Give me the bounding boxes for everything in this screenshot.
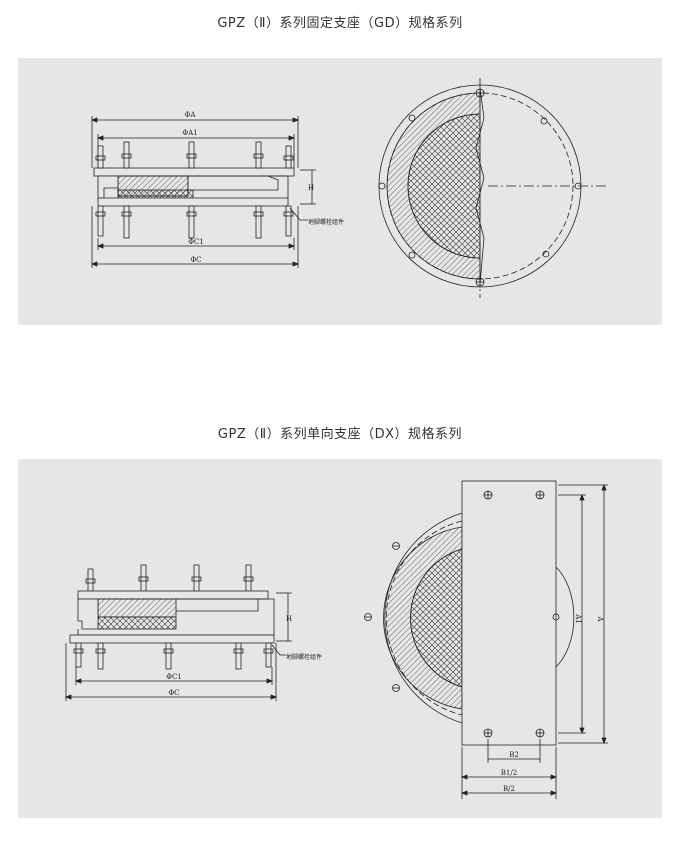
label-a1: A1 <box>574 613 582 624</box>
unidirectional-bearing-drawing: H 地脚螺栓组件 ΦC1 ΦC <box>64 480 608 799</box>
label-b-half: B/2 <box>503 785 515 793</box>
unidirectional-bearing-drawing-panel: H 地脚螺栓组件 ΦC1 ΦC <box>18 459 662 818</box>
label-phi-c: ΦC <box>190 256 201 264</box>
section2-title: GPZ（Ⅱ）系列单向支座（DX）规格系列 <box>217 427 463 442</box>
label-a: A <box>596 615 604 622</box>
label-phi-c1-2: ΦC1 <box>166 673 182 681</box>
fixed-bearing-drawing: ΦA ΦA1 H 地脚螺栓组件 ΦC1 ΦC <box>90 78 608 298</box>
fixed-plan-view <box>378 78 608 298</box>
label-b2: B2 <box>509 751 519 759</box>
label-h-2: H <box>286 615 292 623</box>
label-h: H <box>308 184 314 192</box>
label-b1-half: B1/2 <box>501 769 517 777</box>
label-phi-c-2: ΦC <box>168 689 179 697</box>
fixed-bearing-drawing-panel: ΦA ΦA1 H 地脚螺栓组件 ΦC1 ΦC <box>18 58 662 325</box>
label-phi-a: ΦA <box>185 111 197 119</box>
label-anchor-bolt-2: 地脚螺栓组件 <box>286 653 322 661</box>
unidirectional-plan-view <box>364 480 608 799</box>
label-phi-c1: ΦC1 <box>188 238 204 246</box>
section1-title: GPZ（Ⅱ）系列固定支座（GD）规格系列 <box>217 16 463 31</box>
fixed-side-view <box>90 116 316 268</box>
label-phi-a1: ΦA1 <box>182 129 197 137</box>
label-anchor-bolt: 地脚螺栓组件 <box>308 218 344 226</box>
unidirectional-side-view <box>64 564 292 701</box>
